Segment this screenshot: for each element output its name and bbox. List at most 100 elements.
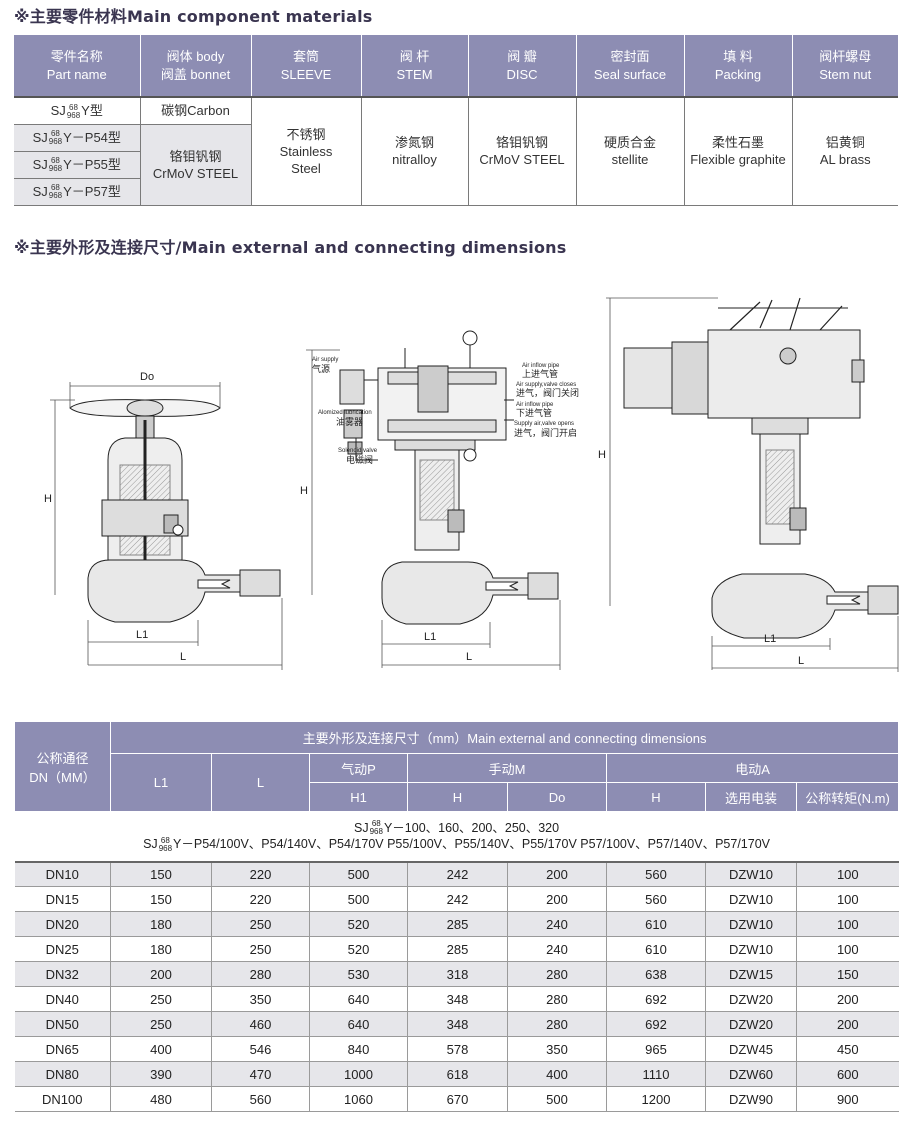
- model-sub: 968: [66, 110, 81, 120]
- manual-h-cell: 578: [407, 1036, 508, 1062]
- header-en: STEM: [396, 66, 433, 82]
- header-en: Stem nut: [819, 66, 872, 82]
- model-sup: 68: [69, 102, 78, 112]
- header-en: SLEEVE: [280, 66, 332, 82]
- actuator-cell: DZW10: [705, 936, 797, 962]
- l-cell: 220: [211, 861, 310, 887]
- solenoid-cn: 电磁阀: [346, 454, 373, 465]
- l-cell: 250: [211, 911, 310, 937]
- dimensions-section-title: ※主要外形及连接尺寸/Main external and connecting …: [14, 238, 567, 257]
- h1-cell: 840: [309, 1036, 408, 1062]
- manual-h-header: H: [407, 782, 508, 812]
- manual-h-cell: 348: [407, 986, 508, 1012]
- dn-cell: DN40: [14, 986, 111, 1012]
- model-sup: 68: [50, 183, 60, 193]
- do-cell: 240: [507, 911, 607, 937]
- body-material-en: CrMoV STEEL: [152, 165, 239, 181]
- torque-cell: 200: [795, 986, 899, 1012]
- pneumatic-h-label: H: [300, 485, 308, 497]
- actuator-cell: DZW45: [705, 1036, 797, 1062]
- model-sub: 968: [48, 191, 63, 201]
- dn-cell: DN15: [14, 886, 111, 912]
- model-sup: 68: [371, 819, 381, 829]
- inflow-upper-cn: 上进气管: [522, 368, 558, 379]
- l-header: L: [211, 753, 310, 812]
- stem-material-line: 渗氮钢: [394, 135, 434, 151]
- l-cell: 560: [211, 1086, 310, 1112]
- header-cn: 阀体 body: [166, 48, 225, 64]
- electric-h-cell: 1200: [606, 1086, 706, 1112]
- torque-cell: 450: [795, 1036, 899, 1062]
- lubrication-en: Alomized lubrication: [318, 410, 372, 416]
- air-supply-cn: 气源: [312, 363, 330, 374]
- electric-h-cell: 560: [606, 886, 706, 912]
- valve-drawings: Do H L1 L H L1 L Air supply 气源 Alomized …: [44, 297, 899, 672]
- manual-h-cell: 242: [407, 886, 508, 912]
- manual-do-label: Do: [140, 371, 154, 383]
- dn-cell: DN32: [14, 961, 111, 987]
- header-en: 阀盖 bonnet: [160, 66, 231, 82]
- pneumatic-l1-label: L1: [424, 631, 436, 643]
- l1-header: L1: [110, 753, 212, 812]
- disc-material-line: 铬钼钒钢: [495, 135, 548, 151]
- packing-material-line: Flexible graphite: [690, 152, 786, 168]
- torque-cell: 900: [795, 1086, 899, 1112]
- manual-header: 手动M: [407, 753, 607, 783]
- model-sup: 68: [50, 156, 60, 166]
- electric-h-header: H: [606, 782, 706, 812]
- torque-cell: 600: [795, 1061, 899, 1087]
- header-en: Seal surface: [593, 66, 667, 82]
- l1-cell: 250: [110, 1011, 212, 1037]
- actuator-cell: DZW20: [705, 986, 797, 1012]
- l-cell: 546: [211, 1036, 310, 1062]
- electric-h-cell: 692: [606, 986, 706, 1012]
- header-cn: 密封面: [610, 48, 650, 64]
- h1-cell: 530: [309, 961, 408, 987]
- do-cell: 350: [507, 1036, 607, 1062]
- do-cell: 200: [507, 886, 607, 912]
- opens-en: Supply air,valve opens: [514, 421, 574, 427]
- header-en: Packing: [714, 66, 762, 82]
- body-material-cn: 铬钼钒钢: [169, 148, 222, 164]
- seal-material-line: stellite: [611, 152, 649, 168]
- electric-h-cell: 610: [606, 936, 706, 962]
- inflow-lower-en: Air inflow pipe: [516, 402, 554, 408]
- model-sub: 968: [48, 137, 63, 147]
- header-en: Part name: [46, 66, 107, 82]
- header-cn: 套筒: [292, 48, 319, 64]
- h1-cell: 520: [309, 911, 408, 937]
- h1-header: H1: [309, 782, 408, 812]
- l-cell: 350: [211, 986, 310, 1012]
- model-sub: 968: [48, 164, 63, 174]
- model-sup: 68: [160, 835, 170, 845]
- electric-h-cell: 1110: [606, 1061, 706, 1087]
- actuator-cell: DZW20: [705, 1011, 797, 1037]
- do-cell: 200: [507, 861, 607, 887]
- manual-h-cell: 285: [407, 911, 508, 937]
- h1-cell: 500: [309, 861, 408, 887]
- actuator-cell: DZW10: [705, 911, 797, 937]
- l1-cell: 180: [110, 936, 212, 962]
